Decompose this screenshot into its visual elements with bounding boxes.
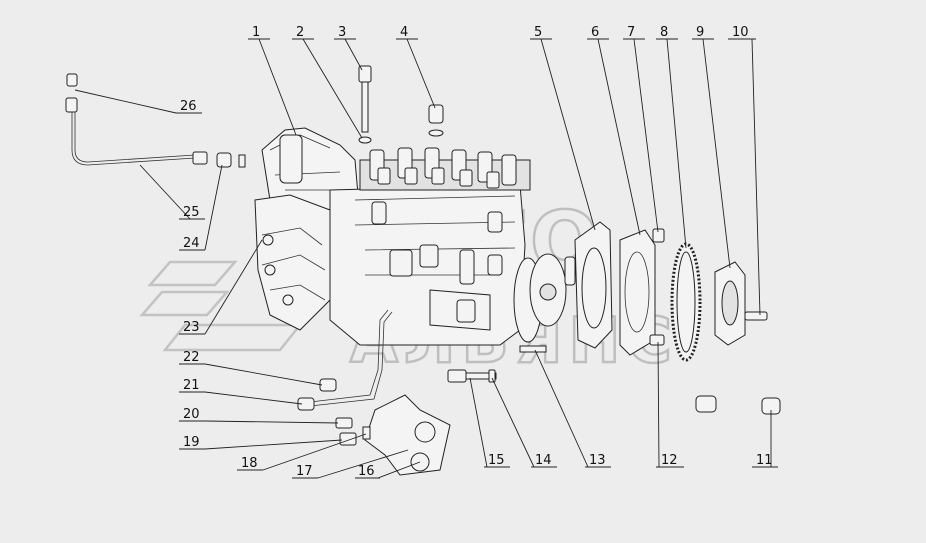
top-fasteners xyxy=(358,65,444,144)
fuel-pipe-edge xyxy=(74,112,196,163)
lower-bracket-assembly xyxy=(297,309,451,476)
watermark-logo xyxy=(139,260,303,352)
screw xyxy=(649,334,665,346)
callout-14: 14 xyxy=(535,453,552,468)
fuel-pipe xyxy=(71,112,196,166)
callout-4: 4 xyxy=(400,25,408,40)
pipe-fitting xyxy=(192,151,208,165)
fitting-nut xyxy=(65,97,78,113)
callout-15: 15 xyxy=(488,453,505,468)
front-flange xyxy=(564,221,613,349)
callout-1: 1 xyxy=(252,25,260,40)
callout-26: 26 xyxy=(180,99,197,114)
injection-pump-body xyxy=(329,147,531,346)
callout-10: 10 xyxy=(732,25,749,40)
delivery-valve-holders xyxy=(369,147,517,189)
callout-5: 5 xyxy=(534,25,542,40)
dowel-pin xyxy=(652,228,665,243)
fitting-nut xyxy=(66,73,78,87)
gear-hub xyxy=(714,261,768,346)
leader-lines xyxy=(74,38,778,479)
bolts xyxy=(447,345,547,383)
callout-11: 11 xyxy=(756,453,773,468)
callout-8: 8 xyxy=(660,25,668,40)
coupling xyxy=(513,253,567,343)
callout-17: 17 xyxy=(296,464,313,479)
callout-2: 2 xyxy=(296,25,304,40)
drive-gear xyxy=(670,242,702,362)
washer xyxy=(238,154,246,168)
callout-18: 18 xyxy=(241,456,258,471)
callout-6: 6 xyxy=(591,25,599,40)
callout-20: 20 xyxy=(183,407,200,422)
callout-23: 23 xyxy=(183,320,200,335)
governor-housing xyxy=(254,127,359,331)
callout-13: 13 xyxy=(589,453,606,468)
callout-12: 12 xyxy=(661,453,678,468)
callout-25: 25 xyxy=(183,205,200,220)
banjo-bolt xyxy=(216,152,232,168)
callout-24: 24 xyxy=(183,236,200,251)
callout-16: 16 xyxy=(358,464,375,479)
callout-9: 9 xyxy=(696,25,704,40)
fuel-line-assembly xyxy=(65,73,246,168)
callout-numbers: 1 2 3 4 5 6 7 8 9 10 11 12 13 14 15 16 1… xyxy=(180,25,773,479)
nut xyxy=(695,395,717,413)
callout-3: 3 xyxy=(338,25,346,40)
callout-7: 7 xyxy=(627,25,635,40)
callout-22: 22 xyxy=(183,350,200,365)
callout-19: 19 xyxy=(183,435,200,450)
callout-21: 21 xyxy=(183,378,200,393)
